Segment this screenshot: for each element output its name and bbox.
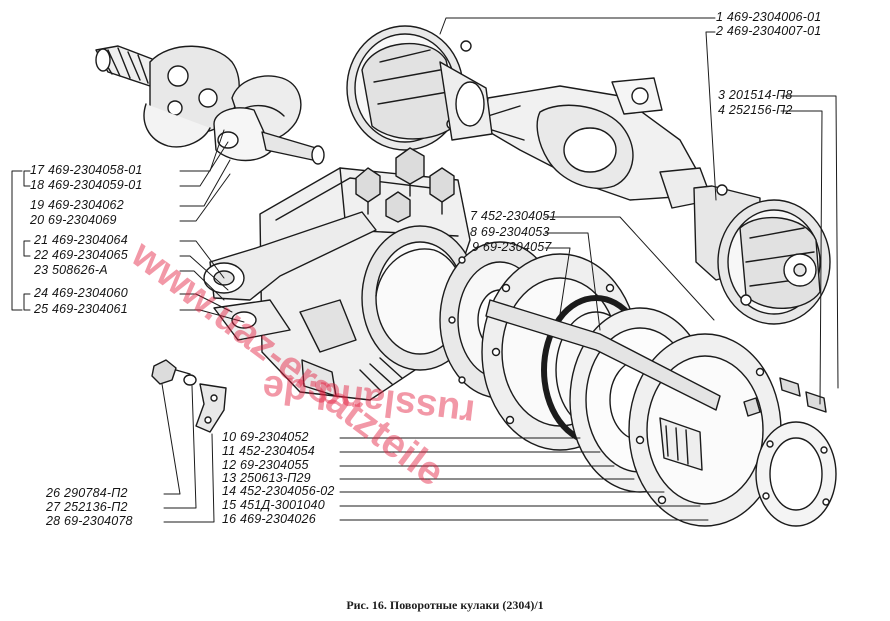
callout-12: 12 69-2304055 xyxy=(222,458,309,472)
figure-caption: Рис. 16. Поворотные кулаки (2304)/1 xyxy=(346,598,544,612)
callout-27: 27 252136-П2 xyxy=(46,500,128,514)
callout-28: 28 69-2304078 xyxy=(46,514,133,528)
leader-lines xyxy=(161,17,839,523)
callout-23: 23 508626-А xyxy=(34,263,108,277)
king-pin-bolts xyxy=(355,147,455,223)
axle-shaft xyxy=(485,299,721,471)
callout-14: 14 452-2304056-02 xyxy=(222,484,335,498)
callout-26: 26 290784-П2 xyxy=(46,486,128,500)
callout-9: 9 69-2304057 xyxy=(472,240,552,254)
callout-15: 15 451Д-3001040 xyxy=(222,498,325,512)
callout-7: 7 452-2304051 xyxy=(470,209,557,223)
callout-21: 21 469-2304064 xyxy=(34,233,128,247)
callout-18: 18 469-2304059-01 xyxy=(30,178,143,192)
callout-1: 1 469-2304006-01 xyxy=(716,10,822,24)
callout-24: 24 469-2304060 xyxy=(34,286,128,300)
callout-3: 3 201514-П8 xyxy=(718,88,793,102)
callout-16: 16 469-2304026 xyxy=(222,512,316,526)
lower-brake-assembly xyxy=(716,184,831,325)
callout-13: 13 250613-П29 xyxy=(222,471,311,485)
callout-8: 8 69-2304053 xyxy=(470,225,550,239)
lock-plate-bolt xyxy=(151,359,227,433)
callout-10: 10 69-2304052 xyxy=(222,430,309,444)
callout-brackets xyxy=(11,170,31,311)
callout-25: 25 469-2304061 xyxy=(34,302,128,316)
upper-brake-assembly xyxy=(346,25,493,151)
callout-19: 19 469-2304062 xyxy=(30,198,124,212)
drive-shaft-cv-joint xyxy=(95,45,325,165)
callout-4: 4 252156-П2 xyxy=(718,103,793,117)
callout-22: 22 469-2304065 xyxy=(34,248,128,262)
small-bolt-right xyxy=(779,377,827,413)
steering-arm xyxy=(203,211,377,341)
callout-20: 20 69-2304069 xyxy=(30,213,117,227)
gasket xyxy=(755,421,837,527)
callout-17: 17 469-2304058-01 xyxy=(30,163,143,177)
callout-11: 11 452-2304054 xyxy=(222,444,315,458)
callout-2: 2 469-2304007-01 xyxy=(716,24,822,38)
